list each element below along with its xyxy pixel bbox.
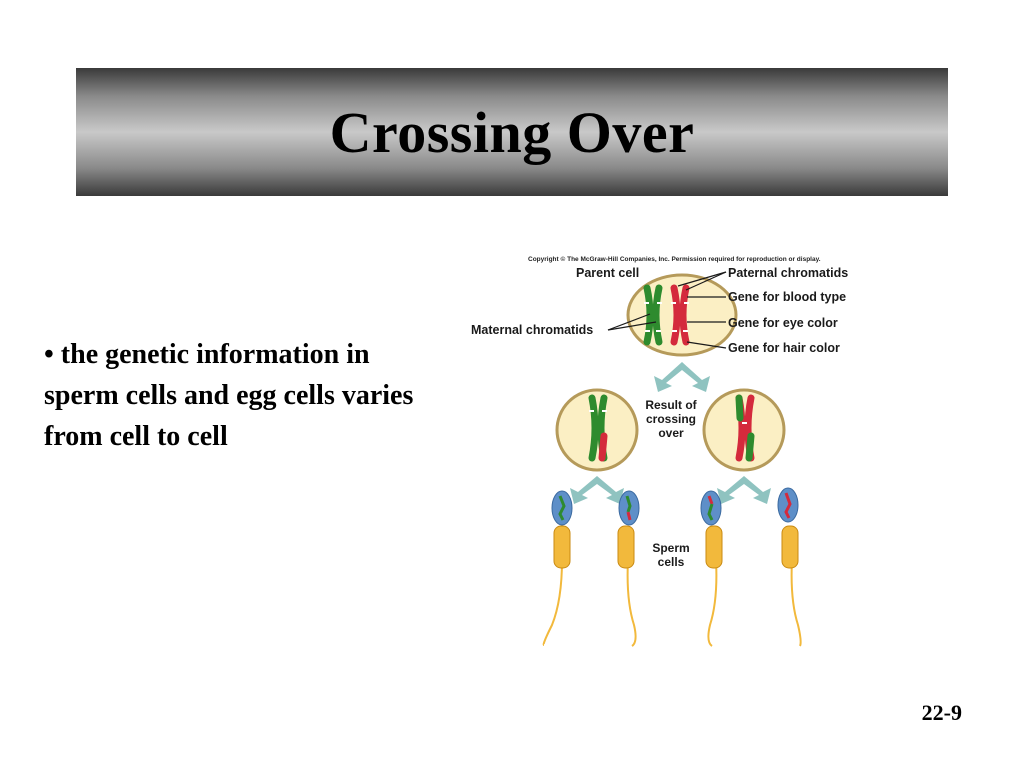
result-label-line3: over [658, 426, 684, 440]
gene-eye-color-label: Gene for eye color [728, 316, 838, 330]
crossing-over-diagram: Copyright © The McGraw-Hill Companies, I… [466, 250, 886, 650]
title-bar: Crossing Over [76, 68, 948, 196]
sperm-cell-1 [542, 490, 573, 646]
bullet-text: • the genetic information in sperm cells… [44, 339, 414, 452]
recombinant-chromosome-right [735, 394, 755, 462]
copyright-text: Copyright © The McGraw-Hill Companies, I… [528, 255, 821, 263]
maternal-chromosome [643, 284, 663, 346]
paternal-chromosome [670, 284, 690, 346]
leader-lines [607, 271, 727, 349]
maternal-chromatids-label: Maternal chromatids [471, 323, 593, 337]
recombinant-chromosome-left [588, 394, 608, 462]
parent-cell-label: Parent cell [576, 266, 639, 280]
diagram-svg: Copyright © The McGraw-Hill Companies, I… [471, 255, 848, 647]
sperm-cell-4 [777, 487, 802, 647]
split-arrow-left [570, 476, 624, 504]
split-arrow-right [717, 476, 771, 504]
result-label-line2: crossing [646, 412, 696, 426]
page-number: 22-9 [921, 700, 962, 725]
result-label-line1: Result of [645, 398, 697, 412]
split-arrow-top [654, 362, 710, 392]
gene-hair-color-label: Gene for hair color [728, 341, 840, 355]
paternal-chromatids-label: Paternal chromatids [728, 266, 848, 280]
sperm-label-line1: Sperm [652, 541, 689, 555]
slide-title: Crossing Over [329, 99, 695, 165]
sperm-label-line2: cells [658, 555, 685, 569]
gene-blood-type-label: Gene for blood type [728, 290, 846, 304]
sperm-cell-3 [700, 490, 723, 647]
sperm-cell-2 [617, 490, 640, 647]
